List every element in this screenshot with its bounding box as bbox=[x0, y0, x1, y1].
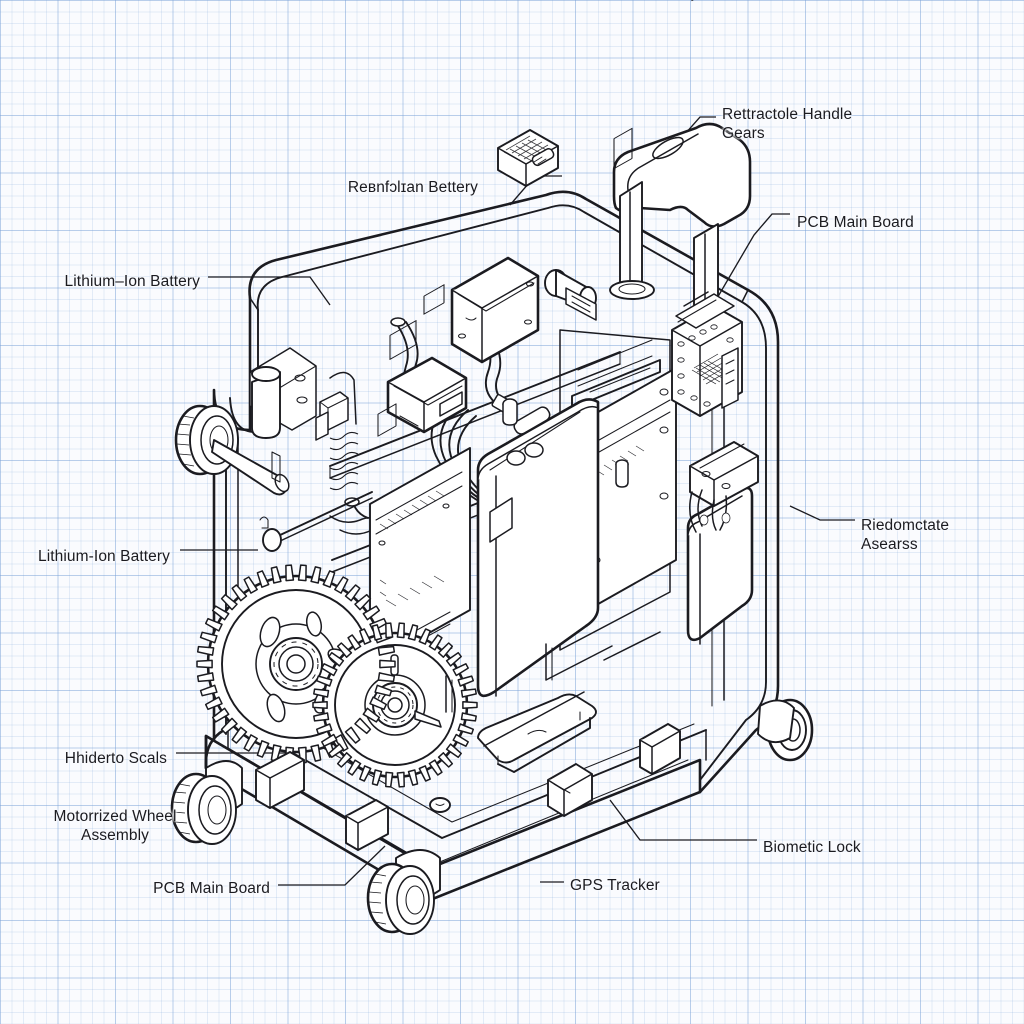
replaceable-battery-module bbox=[497, 129, 559, 187]
lithium-ion-battery-center bbox=[476, 398, 600, 698]
callout-motorized-wheel-assembly: Motorrized Wheel Assembly bbox=[53, 808, 177, 844]
motorized-wheel-upper-left bbox=[174, 347, 317, 496]
biometric-lock-module bbox=[547, 763, 593, 817]
battery-terminals bbox=[502, 398, 629, 488]
chassis-ribs bbox=[445, 631, 661, 713]
callout-retractable-assembly: Riedomctate Asearss bbox=[861, 517, 950, 553]
motorized-wheel-right bbox=[757, 698, 814, 762]
callout-lithium-ion-battery-top: Lithium–Ion Battery bbox=[64, 273, 200, 290]
callout-gps-tracker: GPS Tracker bbox=[570, 877, 660, 894]
gps-tracker-module bbox=[429, 797, 451, 813]
drive-motor-module bbox=[386, 356, 468, 434]
motorized-wheel-front bbox=[366, 849, 441, 935]
hidden-scale-plate bbox=[477, 691, 597, 773]
handle-lock-motor bbox=[544, 269, 597, 321]
callout-lithium-ion-battery-mid: Lithium-Ion Battery bbox=[38, 548, 170, 565]
leader-lines bbox=[176, 116, 855, 886]
lithium-ion-battery-right bbox=[686, 441, 759, 645]
callout-retractable-handle-gears: Rettractole Handle Gears bbox=[722, 106, 853, 142]
callout-pcb-main-board-bottom: PCB Main Board bbox=[153, 880, 270, 897]
motorized-wheel-lower-left bbox=[170, 760, 243, 845]
callout-biometric-lock: Biometic Lock bbox=[763, 839, 861, 856]
pcb-main-board-center bbox=[369, 127, 677, 683]
callout-hidden-scale: Hhiderto Scals bbox=[64, 750, 167, 767]
assembly-marks bbox=[259, 516, 269, 529]
pcb-main-board-right bbox=[671, 0, 743, 417]
motor-controller-module bbox=[450, 256, 540, 364]
gear-teeth bbox=[196, 564, 478, 788]
callout-replaceable-battery: Reʙnfɔlɪan Bettery bbox=[347, 179, 478, 196]
callout-pcb-main-board-right: PCB Main Board bbox=[797, 214, 914, 231]
shell-latches bbox=[255, 723, 681, 851]
